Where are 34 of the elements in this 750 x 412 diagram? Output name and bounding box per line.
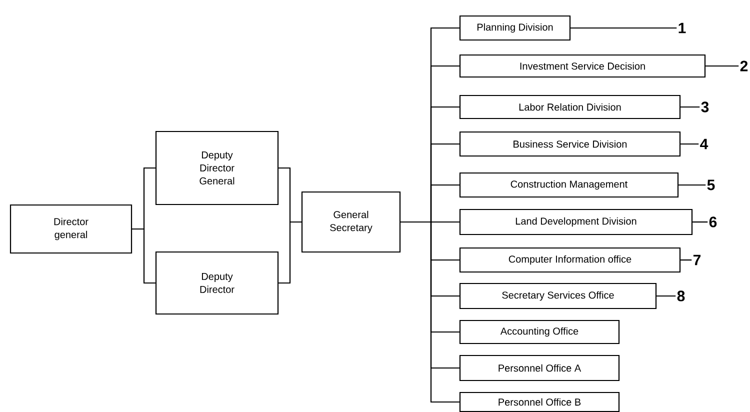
org-box: Investment Service Decision [459,54,706,78]
leader-line [706,65,739,67]
callout-number: 1 [678,22,686,34]
callout-number: 2 [740,60,748,72]
org-box: Director general [10,204,132,254]
org-box: Construction Management [459,172,679,198]
org-box: Personnel Office B [459,392,620,412]
callout-number: 3 [701,102,709,112]
org-box: Accounting Office [459,320,620,344]
org-box: Deputy Director General [155,130,279,206]
leader-line [570,27,677,29]
callout-number: 8 [677,290,685,302]
callout-number: 5 [707,180,715,190]
callout-number: 4 [700,138,708,150]
connector-line [132,228,156,284]
leader-line [680,143,699,145]
org-box: Planning Division [459,15,571,41]
leader-line [680,259,692,261]
org-box: Business Service Division [459,131,681,157]
callout-number: 6 [709,216,717,228]
org-box: Deputy Director [155,251,279,315]
connector-line [400,221,460,403]
connector-line [278,221,302,284]
callout-number: 7 [693,254,700,266]
org-box: Personnel Office A [459,354,620,382]
org-box: Secretary Services Office [459,282,657,310]
org-box: Computer Information office [459,247,681,273]
leader-line [656,295,676,297]
leader-line [692,221,708,223]
org-box: Land Development Division [459,208,693,236]
leader-line [678,184,706,186]
leader-line [680,106,700,108]
org-box: General Secretary [301,191,401,253]
org-box: Labor Relation Division [459,94,681,120]
